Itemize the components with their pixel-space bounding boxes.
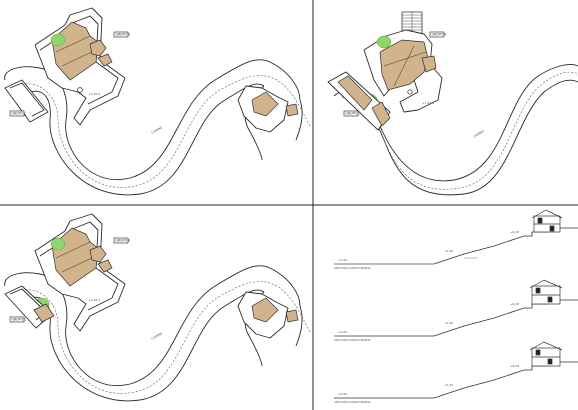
section-level-label: +3.40	[444, 249, 453, 253]
site-plan-2: GRUPO A GRUPO C CAMINO +1.45 S	[327, 11, 578, 196]
section-level-label: +8.20	[510, 364, 519, 368]
section-3: +0.00 +3.40 +8.20 SECCION LONGITUDINAL	[334, 341, 578, 404]
tree	[50, 237, 66, 251]
annex-roof	[251, 297, 279, 323]
site-plan-1: GRUPO A GRUPO C CAMINO +1.45 S	[4, 7, 311, 196]
section-level-label: +8.20	[510, 230, 519, 234]
annex-tag: GRUPO C	[12, 318, 27, 322]
section-1: +0.00 +3.40 +8.20 SECCION LONGITUDINAL	[334, 209, 578, 270]
house-tag: GRUPO A	[116, 33, 131, 37]
road-label: CAMINO	[151, 125, 164, 135]
section-2: +0.00 +3.40 +8.20 SECCION LONGITUDINAL	[334, 279, 578, 342]
section-level-label: +0.00	[338, 330, 347, 334]
section-level-label: +0.00	[338, 392, 347, 396]
section-level-label: +3.40	[444, 321, 453, 325]
section-caption: SECCION LONGITUDINAL	[334, 266, 371, 270]
section-level-label: +3.40	[444, 383, 453, 387]
house-tag: GRUPO A	[432, 33, 447, 37]
section-caption: SECCION LONGITUDINAL	[334, 400, 371, 404]
tree	[50, 33, 66, 47]
level-label: +1.45 S	[422, 101, 434, 105]
section-level-label: +0.00	[338, 258, 347, 262]
house-roof	[379, 39, 429, 91]
road-label: CAMINO	[472, 129, 485, 139]
annex-tag: GRUPO C	[346, 112, 361, 116]
section-level-label: +8.20	[510, 302, 519, 306]
annex-tag: GRUPO C	[12, 112, 27, 116]
level-label: +1.45 S	[88, 92, 100, 96]
house-tag: GRUPO A	[116, 239, 131, 243]
level-label: +1.45 S	[88, 298, 100, 302]
section-caption: SECCION LONGITUDINAL	[334, 338, 371, 342]
annex-roof	[251, 91, 279, 117]
road-label: CAMINO	[151, 331, 164, 341]
site-plan-3: GRUPO A GRUPO C CAMINO +1.45 S	[4, 213, 311, 402]
tree	[376, 35, 392, 49]
annex-roof	[337, 75, 373, 111]
